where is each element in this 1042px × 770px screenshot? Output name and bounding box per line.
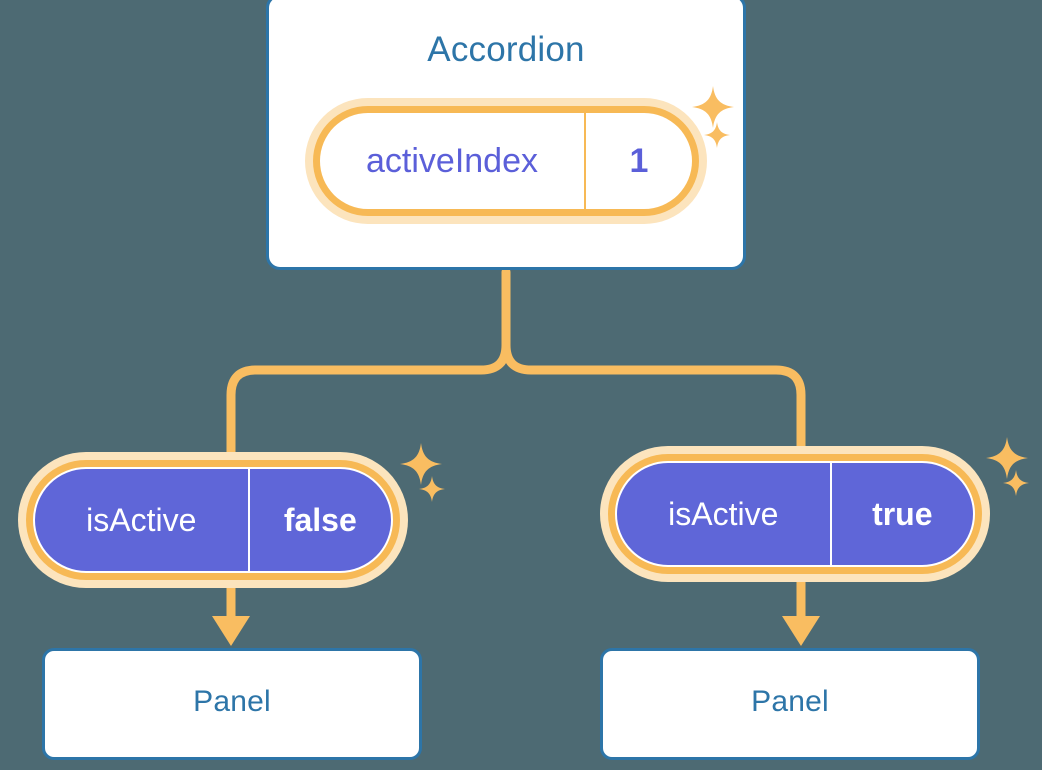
arrow-down-icon-left: [212, 616, 250, 646]
left-is-active-prop-pill[interactable]: isActive false: [33, 467, 393, 573]
active-index-value: 1: [584, 113, 692, 209]
left-prop-value: false: [247, 469, 391, 571]
connector-branch-left: [226, 340, 511, 457]
active-index-state-pill[interactable]: activeIndex 1: [320, 113, 692, 209]
panel-card-right[interactable]: Panel: [600, 648, 980, 760]
sparkle-icon: [692, 86, 734, 128]
right-prop-key: isActive: [668, 495, 779, 532]
panel-title-left: Panel: [193, 685, 271, 718]
right-prop-value: true: [829, 463, 973, 565]
sparkle-small-icon: [1003, 470, 1029, 496]
panel-card-left[interactable]: Panel: [42, 648, 422, 760]
sparkle-icon: [400, 443, 442, 485]
right-is-active-prop-pill[interactable]: isActive true: [615, 461, 975, 567]
panel-title-right: Panel: [751, 685, 829, 718]
active-index-key: activeIndex: [366, 141, 538, 180]
accordion-title: Accordion: [427, 30, 585, 69]
sparkle-small-icon: [419, 476, 445, 502]
sparkle-small-icon: [704, 122, 730, 148]
sparkle-icon: [986, 437, 1028, 479]
left-prop-key: isActive: [86, 501, 197, 538]
connector-branch-right: [501, 340, 806, 451]
arrow-down-icon-right: [782, 616, 820, 646]
